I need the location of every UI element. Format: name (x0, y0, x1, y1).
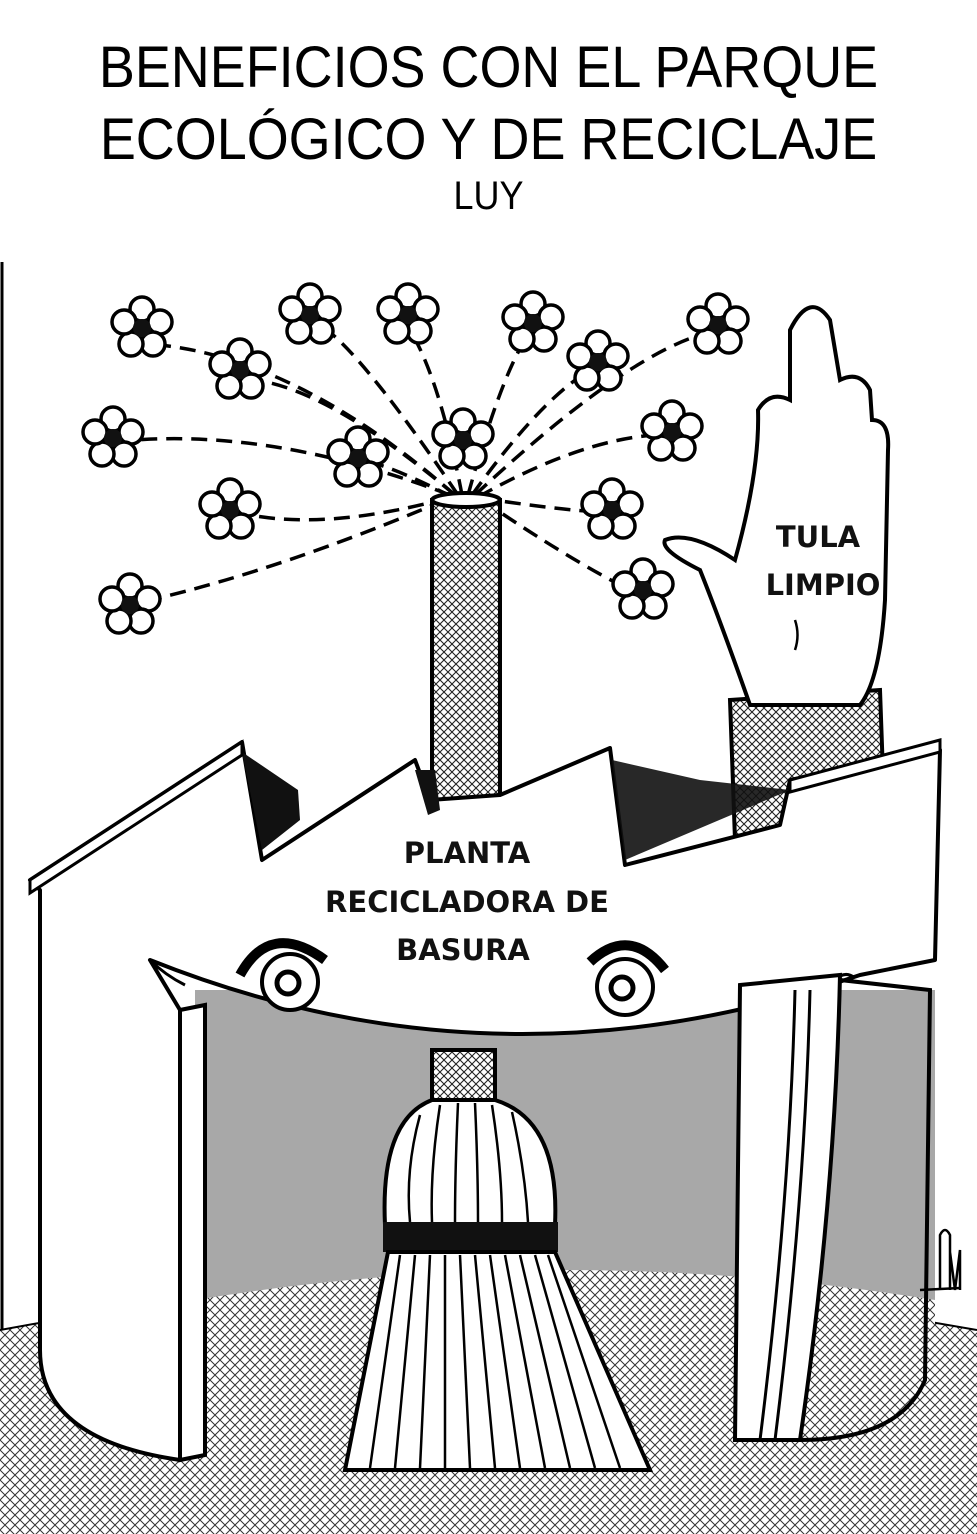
broom (342, 1048, 654, 1472)
author-name: LUY (453, 174, 524, 218)
right-door (732, 972, 843, 1442)
factory-label-line-1: PLANTA (404, 836, 531, 870)
hand-label-line-1: TULA (776, 520, 861, 554)
left-door (178, 1002, 207, 1463)
raised-hand (662, 305, 891, 707)
title-line-2: ECOLÓGICO Y DE RECICLAJE (99, 107, 878, 172)
factory-label-line-3: BASURA (396, 933, 530, 967)
title-line-1: BENEFICIOS CON EL PARQUE (98, 35, 879, 100)
flowers (81, 282, 750, 635)
artist-signature (919, 1228, 962, 1292)
factory-label-line-2: RECICLADORA DE (325, 885, 609, 919)
hand-label-line-2: LIMPIO (766, 568, 881, 602)
chimney (430, 498, 502, 832)
factory-eyes (148, 938, 856, 1017)
